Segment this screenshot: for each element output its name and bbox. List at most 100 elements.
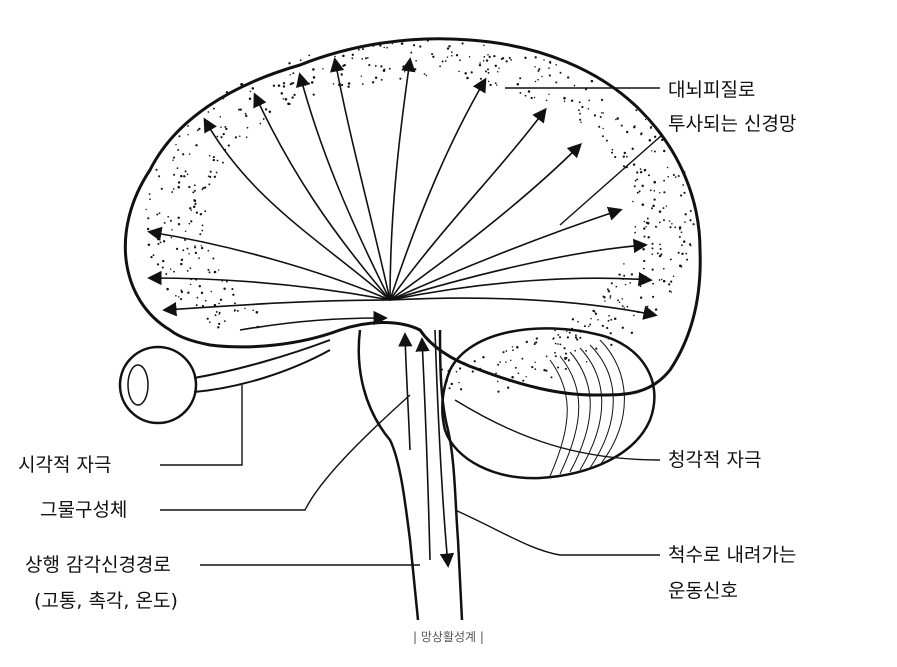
stipple-dot: [351, 53, 354, 56]
stipple-dot: [554, 329, 556, 332]
stipple-dot: [400, 42, 404, 45]
stipple-dot: [609, 295, 612, 297]
stipple-dot: [169, 219, 172, 222]
stipple-dot: [208, 154, 211, 157]
stipple-dot: [212, 158, 215, 162]
stipple-dot: [171, 191, 174, 193]
stipple-dot: [593, 114, 597, 117]
stipple-dot: [651, 253, 654, 256]
stipple-dot: [606, 288, 609, 291]
stipple-dot: [249, 90, 252, 93]
stipple-dot: [426, 39, 429, 42]
stipple-dot: [641, 203, 645, 206]
stipple-dot: [660, 253, 663, 256]
stipple-dot: [602, 127, 604, 130]
stipple-dot: [447, 369, 450, 373]
stipple-dot: [646, 217, 649, 220]
stipple-dot: [233, 309, 236, 312]
stipple-dot: [555, 63, 558, 66]
stipple-dot: [220, 126, 222, 128]
stipple-dot: [574, 334, 577, 337]
stipple-dot: [180, 262, 183, 266]
stipple-dot: [182, 153, 185, 156]
stipple-dot: [204, 186, 207, 189]
stipple-dot: [557, 366, 560, 369]
stipple-dot: [190, 220, 193, 223]
stipple-dot: [402, 65, 405, 68]
stipple-dot: [685, 252, 688, 255]
stipple-dot: [272, 84, 276, 87]
stipple-dot: [510, 59, 512, 61]
stipple-dot: [455, 370, 458, 373]
stipple-dot: [533, 342, 536, 344]
stipple-dot: [201, 224, 204, 227]
stipple-dot: [425, 74, 428, 77]
stipple-dot: [334, 55, 336, 58]
stipple-dot: [668, 290, 671, 293]
stipple-dot: [374, 64, 377, 67]
label-ascending-line2: (고통, 촉각, 온도): [34, 590, 178, 612]
stipple-dot: [606, 326, 609, 330]
stipple-dot: [161, 266, 164, 269]
stipple-dot: [633, 185, 636, 188]
stipple-dot: [658, 221, 661, 224]
stipple-dot: [597, 319, 599, 321]
stipple-dot: [512, 349, 514, 352]
stipple-dot: [272, 72, 275, 75]
stipple-dot: [217, 326, 220, 329]
stipple-dot: [478, 63, 482, 67]
stipple-dot: [660, 278, 663, 281]
stipple-dot: [246, 126, 249, 129]
stipple-dot: [171, 229, 173, 231]
stipple-dot: [554, 351, 556, 354]
stipple-dot: [149, 198, 151, 201]
stipple-dot: [234, 136, 238, 139]
stipple-dot: [146, 227, 150, 231]
stipple-dot: [292, 81, 295, 85]
stipple-dot: [487, 71, 490, 74]
stipple-dot: [634, 179, 637, 182]
stipple-dot: [200, 246, 204, 250]
stipple-dot: [534, 361, 536, 364]
stipple-dot: [446, 47, 450, 50]
stipple-dot: [212, 257, 215, 260]
stipple-dot: [684, 213, 687, 216]
stipple-dot: [557, 343, 559, 345]
stipple-dot: [653, 135, 657, 138]
stipple-dot: [662, 149, 666, 153]
stipple-dot: [537, 78, 539, 81]
stipple-dot: [672, 275, 675, 278]
stipple-dot: [639, 170, 643, 174]
stipple-dot: [653, 198, 656, 201]
stipple-dot: [200, 245, 203, 247]
stipple-dot: [189, 267, 192, 269]
stipple-dot: [623, 307, 625, 309]
stipple-dot: [511, 375, 514, 379]
stipple-dot: [213, 175, 216, 178]
stipple-dot: [207, 249, 210, 252]
stipple-dot: [643, 168, 647, 172]
stipple-dot: [610, 282, 613, 285]
stipple-dot: [176, 167, 179, 169]
stipple-dot: [446, 380, 448, 382]
stipple-dot: [412, 44, 416, 47]
stipple-dot: [245, 114, 248, 118]
stipple-dot: [340, 73, 343, 76]
stipple-dot: [439, 65, 441, 68]
stipple-dot: [550, 376, 553, 379]
stipple-dot: [372, 45, 375, 47]
stipple-dot: [574, 336, 578, 339]
stipple-dot: [307, 82, 310, 85]
stipple-dot: [188, 252, 190, 255]
stipple-dot: [635, 109, 638, 112]
stipple-dot: [482, 356, 485, 359]
stipple-dot: [566, 336, 569, 339]
stipple-dot: [162, 240, 166, 243]
stipple-dot: [159, 241, 162, 244]
stipple-dot: [592, 309, 595, 312]
stipple-dot: [215, 171, 218, 174]
stipple-dot: [264, 108, 268, 111]
stipple-dot: [224, 148, 227, 151]
stipple-dot: [173, 270, 175, 273]
stipple-dot: [178, 296, 180, 298]
